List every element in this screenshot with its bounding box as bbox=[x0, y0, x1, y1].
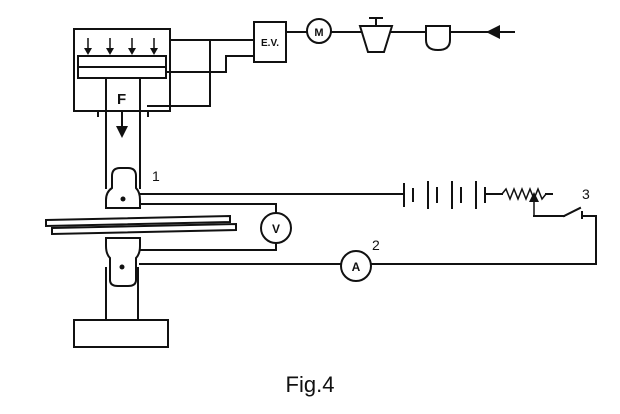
switch bbox=[562, 206, 597, 219]
lower-electrode bbox=[105, 237, 141, 287]
figure-caption: Fig.4 bbox=[285, 372, 335, 397]
ammeter bbox=[340, 250, 372, 282]
callout-1: 1 bbox=[152, 168, 160, 184]
callout-3: 3 bbox=[582, 186, 590, 202]
lubricator bbox=[425, 25, 451, 52]
electro-valve bbox=[253, 21, 287, 63]
air-supply-line bbox=[147, 17, 515, 107]
pressure-arrows bbox=[84, 38, 158, 55]
ammeter-label: A bbox=[352, 260, 361, 274]
filter-regulator bbox=[358, 17, 394, 53]
motor-label: M bbox=[314, 27, 323, 39]
battery bbox=[403, 181, 486, 209]
air-inlet-arrow bbox=[486, 25, 500, 39]
upper-ram bbox=[97, 77, 149, 189]
valve-label: E.V. bbox=[261, 38, 279, 49]
force-arrow bbox=[116, 111, 128, 138]
force-label: F bbox=[117, 91, 126, 108]
voltmeter-label: V bbox=[272, 222, 280, 236]
upper-electrode bbox=[105, 167, 141, 209]
variable-resistor bbox=[501, 186, 553, 216]
callout-2: 2 bbox=[372, 237, 380, 253]
welding-circuit bbox=[139, 181, 597, 282]
lower-support bbox=[73, 267, 169, 348]
workpiece-sheets bbox=[45, 214, 237, 236]
